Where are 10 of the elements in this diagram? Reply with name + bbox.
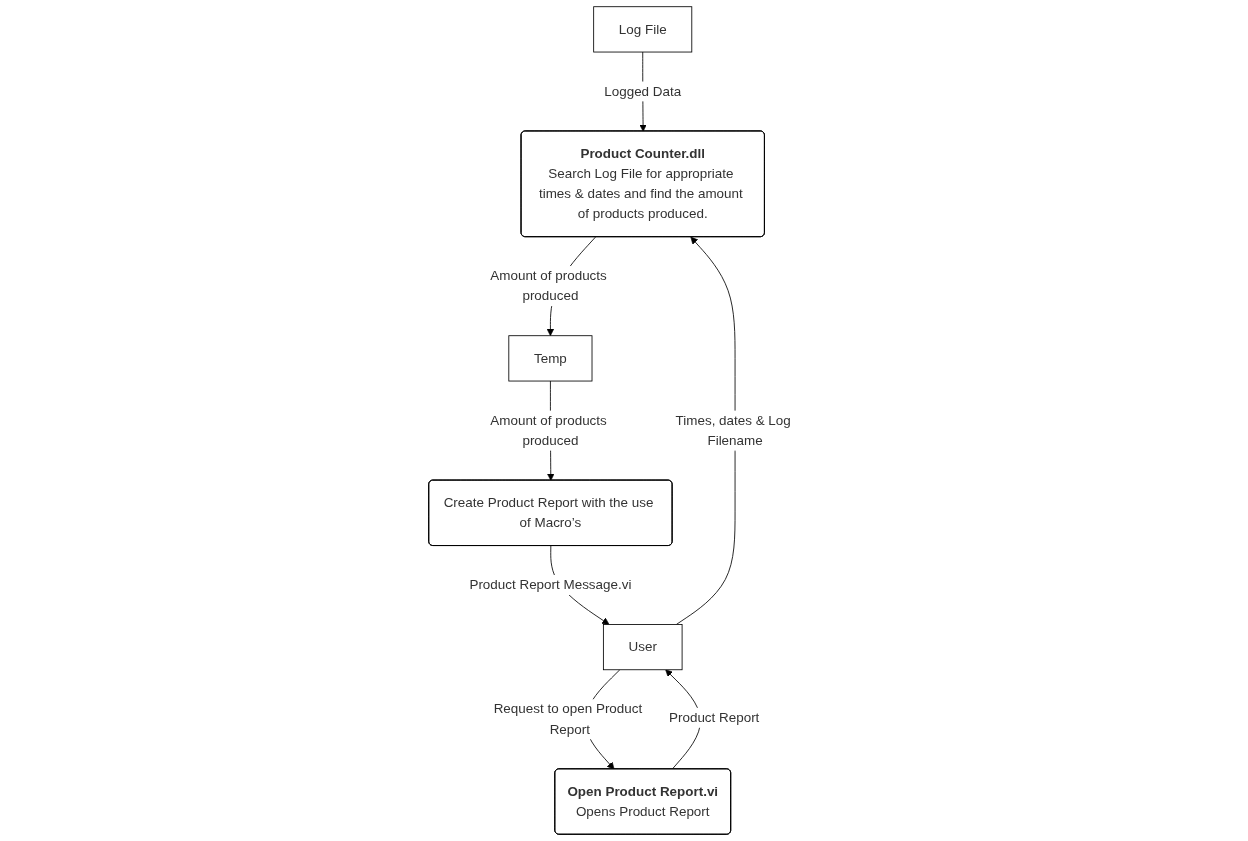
- node-box: Log File: [593, 6, 693, 53]
- edge-label: Product Report: [669, 710, 760, 725]
- edge-label: Times, dates & Log Filename: [675, 412, 791, 448]
- edge-label: Request to open Product Report: [493, 701, 643, 737]
- edge-label: Amount of products produced: [490, 268, 607, 303]
- edge-label: Product Report Message.vi: [469, 577, 632, 592]
- edge-label: Amount of products produced: [490, 412, 607, 448]
- edge-label: Logged Data: [604, 83, 682, 99]
- node-box: User: [603, 624, 683, 671]
- node-box: Temp: [508, 335, 593, 382]
